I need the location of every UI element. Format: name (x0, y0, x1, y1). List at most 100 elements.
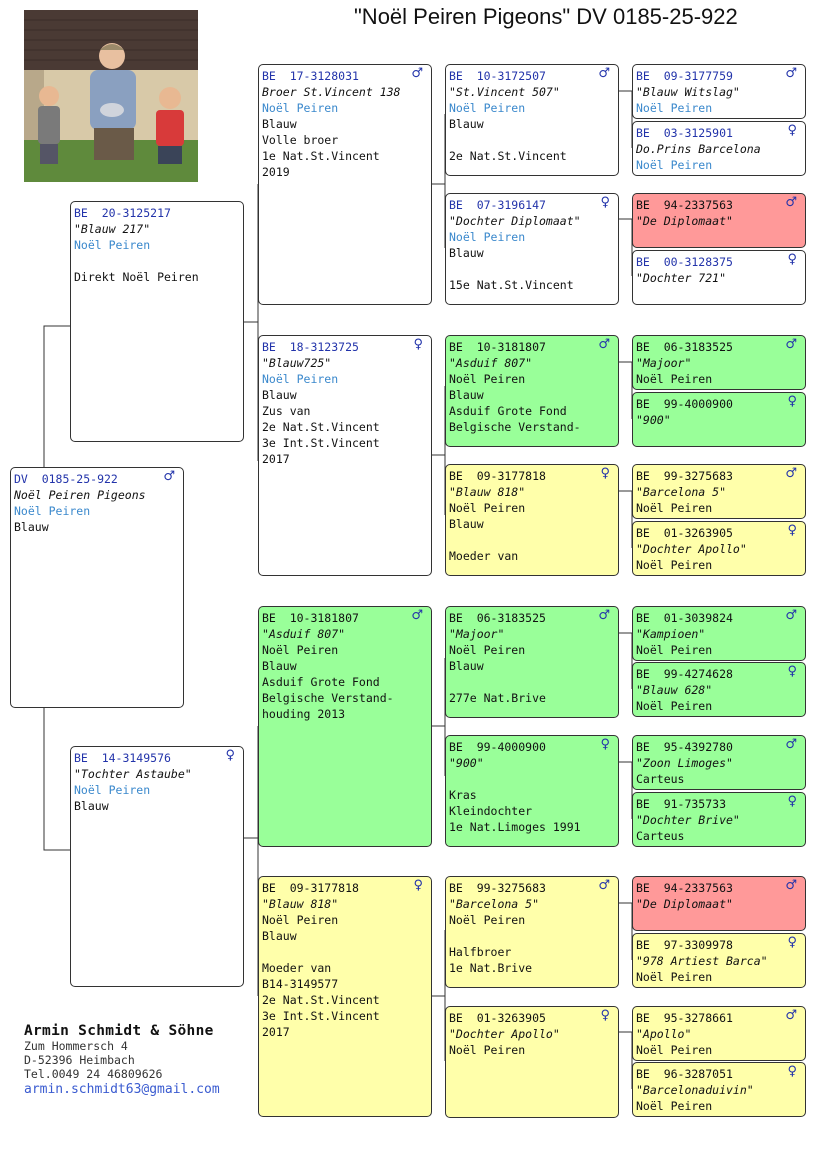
pedigree-card-mmf[interactable]: BE 99-3275683 ♂ "Barcelona 5" Noël Peire… (445, 876, 619, 988)
ring-number: BE 07-3196147 (449, 198, 546, 212)
pigeon-name: "Blauw 818" (262, 897, 339, 911)
info-line (449, 261, 618, 277)
info-line: Kras (449, 788, 477, 802)
pigeon-name: "St.Vincent 507" (449, 85, 560, 99)
pedigree-card-g12[interactable]: BE 91-735733 ♀ "Dochter Brive" Carteus (632, 792, 806, 847)
info-line (262, 944, 431, 960)
female-icon: ♀ (600, 1008, 610, 1023)
info-line: Zus van (262, 404, 311, 418)
info-line: 1e Nat.Limoges 1991 (449, 820, 581, 834)
owner-name: Noël Peiren (449, 230, 526, 244)
ring-number: BE 10-3181807 (449, 340, 546, 354)
ring-number: BE 99-3275683 (449, 881, 546, 895)
pigeon-name: "De Diplomaat" (636, 214, 733, 228)
pigeon-name: "Barcelona 5" (449, 897, 540, 911)
pedigree-card-subject[interactable]: DV 0185-25-922 ♂ Noël Peiren Pigeons Noë… (10, 467, 184, 708)
info-line: Volle broer (262, 133, 339, 147)
pedigree-card-g9[interactable]: BE 01-3039824 ♂ "Kampioen" Noël Peiren (632, 606, 806, 661)
pedigree-card-g6[interactable]: BE 99-4000900 ♀ "900" (632, 392, 806, 447)
breeder-city: D-52396 Heimbach (24, 1053, 135, 1067)
info-line: Blauw (74, 799, 109, 813)
female-icon: ♀ (787, 664, 797, 679)
pedigree-card-g3[interactable]: BE 94-2337563 ♂ "De Diplomaat" (632, 193, 806, 248)
family-photo (24, 10, 198, 182)
ring-number: BE 10-3181807 (262, 611, 359, 625)
ring-number: BE 94-2337563 (636, 881, 733, 895)
owner-name: Noël Peiren (636, 372, 713, 386)
male-icon: ♂ (785, 1008, 797, 1023)
female-icon: ♀ (787, 123, 797, 138)
pedigree-card-g5[interactable]: BE 06-3183525 ♂ "Majoor" Noël Peiren (632, 335, 806, 390)
pigeon-name: "Blauw725" (262, 356, 332, 370)
ring-number: BE 09-3177818 (449, 469, 546, 483)
info-line: Asduif Grote Fond (449, 404, 567, 418)
info-line: Direkt Noël Peiren (74, 270, 199, 284)
ring-number: BE 97-3309978 (636, 938, 733, 952)
info-line: 2019 (262, 165, 290, 179)
pigeon-name: "Kampioen" (636, 627, 706, 641)
pedigree-card-mother[interactable]: BE 14-3149576 ♀ "Tochter Astaube" Noël P… (70, 746, 244, 987)
pedigree-card-g11[interactable]: BE 95-4392780 ♂ "Zoon Limoges" Carteus (632, 735, 806, 790)
info-line: Blauw (449, 246, 484, 260)
pedigree-card-mm[interactable]: BE 09-3177818 ♀ "Blauw 818" Noël Peiren … (258, 876, 432, 1117)
female-icon: ♀ (787, 1064, 797, 1079)
info-line: Moeder van (262, 961, 332, 975)
pedigree-card-fmf[interactable]: BE 10-3181807 ♂ "Asduif 807" Noël Peiren… (445, 335, 619, 447)
pedigree-card-fm[interactable]: BE 18-3123725 ♀ "Blauw725" Noël Peiren B… (258, 335, 432, 576)
info-line: Blauw (14, 520, 49, 534)
pedigree-card-father[interactable]: BE 20-3125217 "Blauw 217" Noël Peiren Di… (70, 201, 244, 442)
pedigree-card-g7[interactable]: BE 99-3275683 ♂ "Barcelona 5" Noël Peire… (632, 464, 806, 519)
owner-name: Carteus (636, 829, 685, 843)
ring-number: BE 17-3128031 (262, 69, 359, 83)
pedigree-card-mfm[interactable]: BE 99-4000900 ♀ "900" Kras Kleindochter … (445, 735, 619, 847)
owner-name: Noël Peiren (449, 501, 526, 515)
pedigree-card-g4[interactable]: BE 00-3128375 ♀ "Dochter 721" (632, 250, 806, 305)
pedigree-card-g14[interactable]: BE 97-3309978 ♀ "978 Artiest Barca" Noël… (632, 933, 806, 988)
female-icon: ♀ (600, 466, 610, 481)
pigeon-name: "Blauw 217" (74, 222, 151, 236)
pedigree-card-g10[interactable]: BE 99-4274628 ♀ "Blauw 628" Noël Peiren (632, 662, 806, 717)
pedigree-card-fmm[interactable]: BE 09-3177818 ♀ "Blauw 818" Noël Peiren … (445, 464, 619, 576)
info-line: Blauw (449, 517, 484, 531)
female-icon: ♀ (787, 252, 797, 267)
breeder-street: Zum Hommersch 4 (24, 1039, 128, 1053)
info-line (449, 928, 618, 944)
pedigree-card-g16[interactable]: BE 96-3287051 ♀ "Barcelonaduivin" Noël P… (632, 1062, 806, 1117)
pigeon-name: "Dochter 721" (636, 271, 727, 285)
info-line: Blauw (449, 659, 484, 673)
male-icon: ♂ (598, 337, 610, 352)
pedigree-card-ff[interactable]: BE 17-3128031 ♂ Broer St.Vincent 138 Noë… (258, 64, 432, 305)
ring-number: BE 94-2337563 (636, 198, 733, 212)
pedigree-card-g2[interactable]: BE 03-3125901 ♀ Do.Prins Barcelona Noël … (632, 121, 806, 176)
pedigree-card-g1[interactable]: BE 09-3177759 ♂ "Blauw Witslag" Noël Pei… (632, 64, 806, 119)
pigeon-name: "Majoor" (636, 356, 692, 370)
male-icon: ♂ (785, 466, 797, 481)
ring-number: BE 01-3263905 (449, 1011, 546, 1025)
pigeon-name: "Blauw Witslag" (636, 85, 740, 99)
female-icon: ♀ (600, 737, 610, 752)
pedigree-card-mf[interactable]: BE 10-3181807 ♂ "Asduif 807" Noël Peiren… (258, 606, 432, 847)
info-line: 277e Nat.Brive (449, 691, 546, 705)
breeder-email-link[interactable]: armin.schmidt63@gmail.com (24, 1082, 220, 1097)
pigeon-name: "Blauw 818" (449, 485, 526, 499)
info-line: Blauw (262, 929, 297, 943)
pedigree-card-g8[interactable]: BE 01-3263905 ♀ "Dochter Apollo" Noël Pe… (632, 521, 806, 576)
pedigree-card-mff[interactable]: BE 06-3183525 ♂ "Majoor" Noël Peiren Bla… (445, 606, 619, 718)
pedigree-card-g15[interactable]: BE 95-3278661 ♂ "Apollo" Noël Peiren (632, 1006, 806, 1061)
pedigree-card-mmm[interactable]: BE 01-3263905 ♀ "Dochter Apollo" Noël Pe… (445, 1006, 619, 1118)
info-line: 3e Int.St.Vincent (262, 436, 380, 450)
info-line: 1e Nat.St.Vincent (262, 149, 380, 163)
ring-number: BE 01-3039824 (636, 611, 733, 625)
ring-number: BE 01-3263905 (636, 526, 733, 540)
info-line: Belgische Verstand- (262, 691, 394, 705)
pigeon-name: "Asduif 807" (262, 627, 346, 641)
owner-name: Noël Peiren (636, 1043, 713, 1057)
pedigree-card-g13[interactable]: BE 94-2337563 ♂ "De Diplomaat" (632, 876, 806, 931)
info-line: houding 2013 (262, 707, 346, 721)
pedigree-card-ffm[interactable]: BE 07-3196147 ♀ "Dochter Diplomaat" Noël… (445, 193, 619, 305)
pigeon-name: "Apollo" (636, 1027, 692, 1041)
pedigree-card-fff[interactable]: BE 10-3172507 ♂ "St.Vincent 507" Noël Pe… (445, 64, 619, 176)
ring-number: BE 14-3149576 (74, 751, 171, 765)
owner-name: Noël Peiren (449, 1043, 526, 1057)
info-line: 2e Nat.St.Vincent (262, 993, 380, 1007)
